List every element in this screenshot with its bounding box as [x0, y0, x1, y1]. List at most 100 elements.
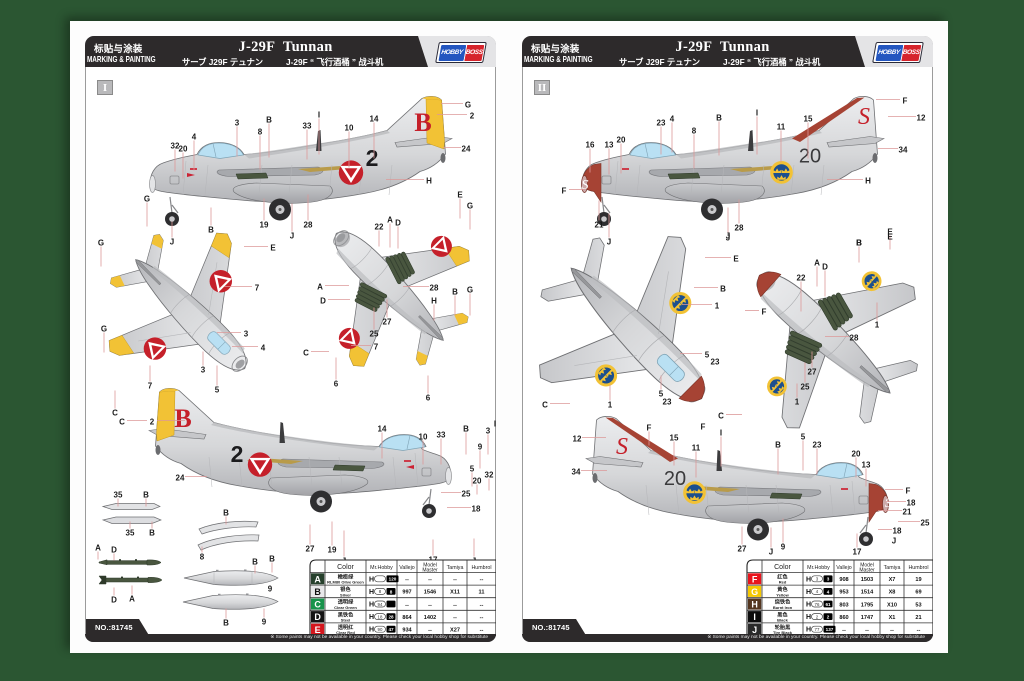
svg-text:3: 3 — [827, 577, 830, 582]
svg-text:H: H — [431, 297, 437, 306]
svg-text:12: 12 — [917, 114, 926, 123]
svg-text:18: 18 — [893, 527, 902, 536]
svg-text:Black: Black — [777, 618, 788, 623]
svg-text:F: F — [903, 97, 908, 106]
svg-text:--: -- — [480, 615, 484, 621]
svg-text:1: 1 — [715, 302, 720, 311]
svg-text:15: 15 — [804, 115, 813, 124]
svg-text:--: -- — [842, 628, 846, 634]
svg-text:28: 28 — [735, 224, 744, 233]
svg-text:S: S — [858, 104, 870, 130]
svg-text:Mr.Hobby: Mr.Hobby — [370, 565, 393, 571]
svg-text:18: 18 — [472, 505, 481, 514]
svg-text:黑铁色: 黑铁色 — [338, 610, 354, 618]
svg-text:--: -- — [453, 615, 457, 621]
svg-text:5: 5 — [659, 390, 664, 399]
svg-text:28: 28 — [304, 221, 313, 230]
svg-text:B: B — [463, 425, 469, 434]
svg-text:4: 4 — [816, 589, 819, 594]
svg-text:C: C — [303, 349, 309, 358]
svg-text:G: G — [98, 239, 104, 248]
svg-text:B: B — [223, 509, 229, 518]
svg-text:1503: 1503 — [861, 577, 873, 583]
svg-text:Clear Red: Clear Red — [336, 630, 355, 635]
svg-text:D: D — [822, 263, 828, 272]
svg-text:803: 803 — [839, 602, 848, 608]
svg-text:--: -- — [428, 577, 432, 583]
svg-text:B: B — [856, 239, 862, 248]
svg-text:13: 13 — [605, 141, 614, 150]
svg-text:RLM80 Olive Green: RLM80 Olive Green — [327, 580, 364, 585]
svg-text:--: -- — [890, 628, 894, 634]
svg-text:H: H — [369, 627, 374, 634]
svg-text:橄榄绿: 橄榄绿 — [338, 573, 354, 581]
svg-text:2: 2 — [150, 418, 155, 427]
svg-text:14: 14 — [370, 115, 379, 124]
svg-text:11: 11 — [777, 123, 786, 132]
svg-text:22: 22 — [797, 274, 806, 283]
svg-text:32: 32 — [485, 471, 494, 480]
svg-text:10: 10 — [419, 433, 428, 442]
svg-text:--: -- — [480, 577, 484, 583]
svg-text:20: 20 — [852, 450, 861, 459]
svg-text:5: 5 — [470, 465, 475, 474]
svg-text:Master: Master — [859, 568, 875, 574]
svg-text:33: 33 — [303, 122, 312, 131]
svg-text:14: 14 — [378, 425, 387, 434]
svg-text:C: C — [314, 600, 321, 610]
svg-text:25: 25 — [370, 330, 379, 339]
svg-text:G: G — [101, 325, 107, 334]
svg-text:21: 21 — [595, 221, 604, 230]
svg-text:F: F — [647, 424, 652, 433]
svg-text:C: C — [112, 409, 118, 418]
svg-text:Tamiya: Tamiya — [884, 565, 901, 571]
svg-text:4: 4 — [192, 133, 197, 142]
svg-text:137: 137 — [826, 627, 834, 632]
svg-text:H: H — [426, 177, 432, 186]
svg-text:F: F — [906, 487, 911, 496]
svg-text:1747: 1747 — [861, 615, 873, 621]
svg-text:4: 4 — [827, 589, 830, 594]
svg-text:35: 35 — [114, 491, 123, 500]
svg-text:I: I — [318, 111, 320, 120]
svg-text:烧铁色: 烧铁色 — [775, 598, 791, 606]
svg-text:I: I — [756, 109, 758, 118]
svg-text:A: A — [387, 216, 393, 225]
svg-text:27: 27 — [808, 368, 817, 377]
svg-text:Clear Green: Clear Green — [334, 605, 357, 610]
svg-text:E: E — [315, 625, 321, 635]
svg-text:H: H — [369, 576, 374, 583]
svg-text:19: 19 — [328, 546, 337, 555]
svg-text:轮胎黑: 轮胎黑 — [775, 623, 791, 631]
svg-text:J: J — [290, 232, 294, 241]
svg-text:Model: Model — [423, 563, 437, 569]
svg-text:4: 4 — [670, 115, 675, 124]
svg-text:23: 23 — [813, 441, 822, 450]
svg-text:5: 5 — [801, 433, 806, 442]
svg-text:G: G — [465, 101, 471, 110]
svg-text:25: 25 — [921, 519, 930, 528]
svg-text:1: 1 — [795, 398, 800, 407]
svg-text:11: 11 — [692, 444, 701, 453]
svg-text:B: B — [223, 619, 229, 628]
svg-text:34: 34 — [572, 468, 581, 477]
svg-text:16: 16 — [586, 141, 595, 150]
svg-text:A: A — [314, 574, 321, 584]
svg-text:19: 19 — [260, 221, 269, 230]
svg-text:B: B — [174, 404, 191, 433]
svg-text:23: 23 — [711, 358, 720, 367]
svg-text:B: B — [452, 288, 458, 297]
svg-text:G: G — [144, 195, 150, 204]
svg-text:1: 1 — [875, 321, 880, 330]
svg-text:4: 4 — [261, 344, 266, 353]
svg-text:12: 12 — [573, 435, 582, 444]
svg-text:X8: X8 — [889, 590, 896, 596]
svg-text:23: 23 — [657, 119, 666, 128]
svg-text:69: 69 — [915, 590, 921, 596]
svg-text:C: C — [718, 412, 724, 421]
svg-text:47: 47 — [388, 627, 394, 632]
svg-text:17: 17 — [853, 548, 862, 557]
svg-text:D: D — [314, 612, 321, 622]
svg-text:B: B — [775, 441, 781, 450]
svg-text:997: 997 — [402, 590, 411, 596]
